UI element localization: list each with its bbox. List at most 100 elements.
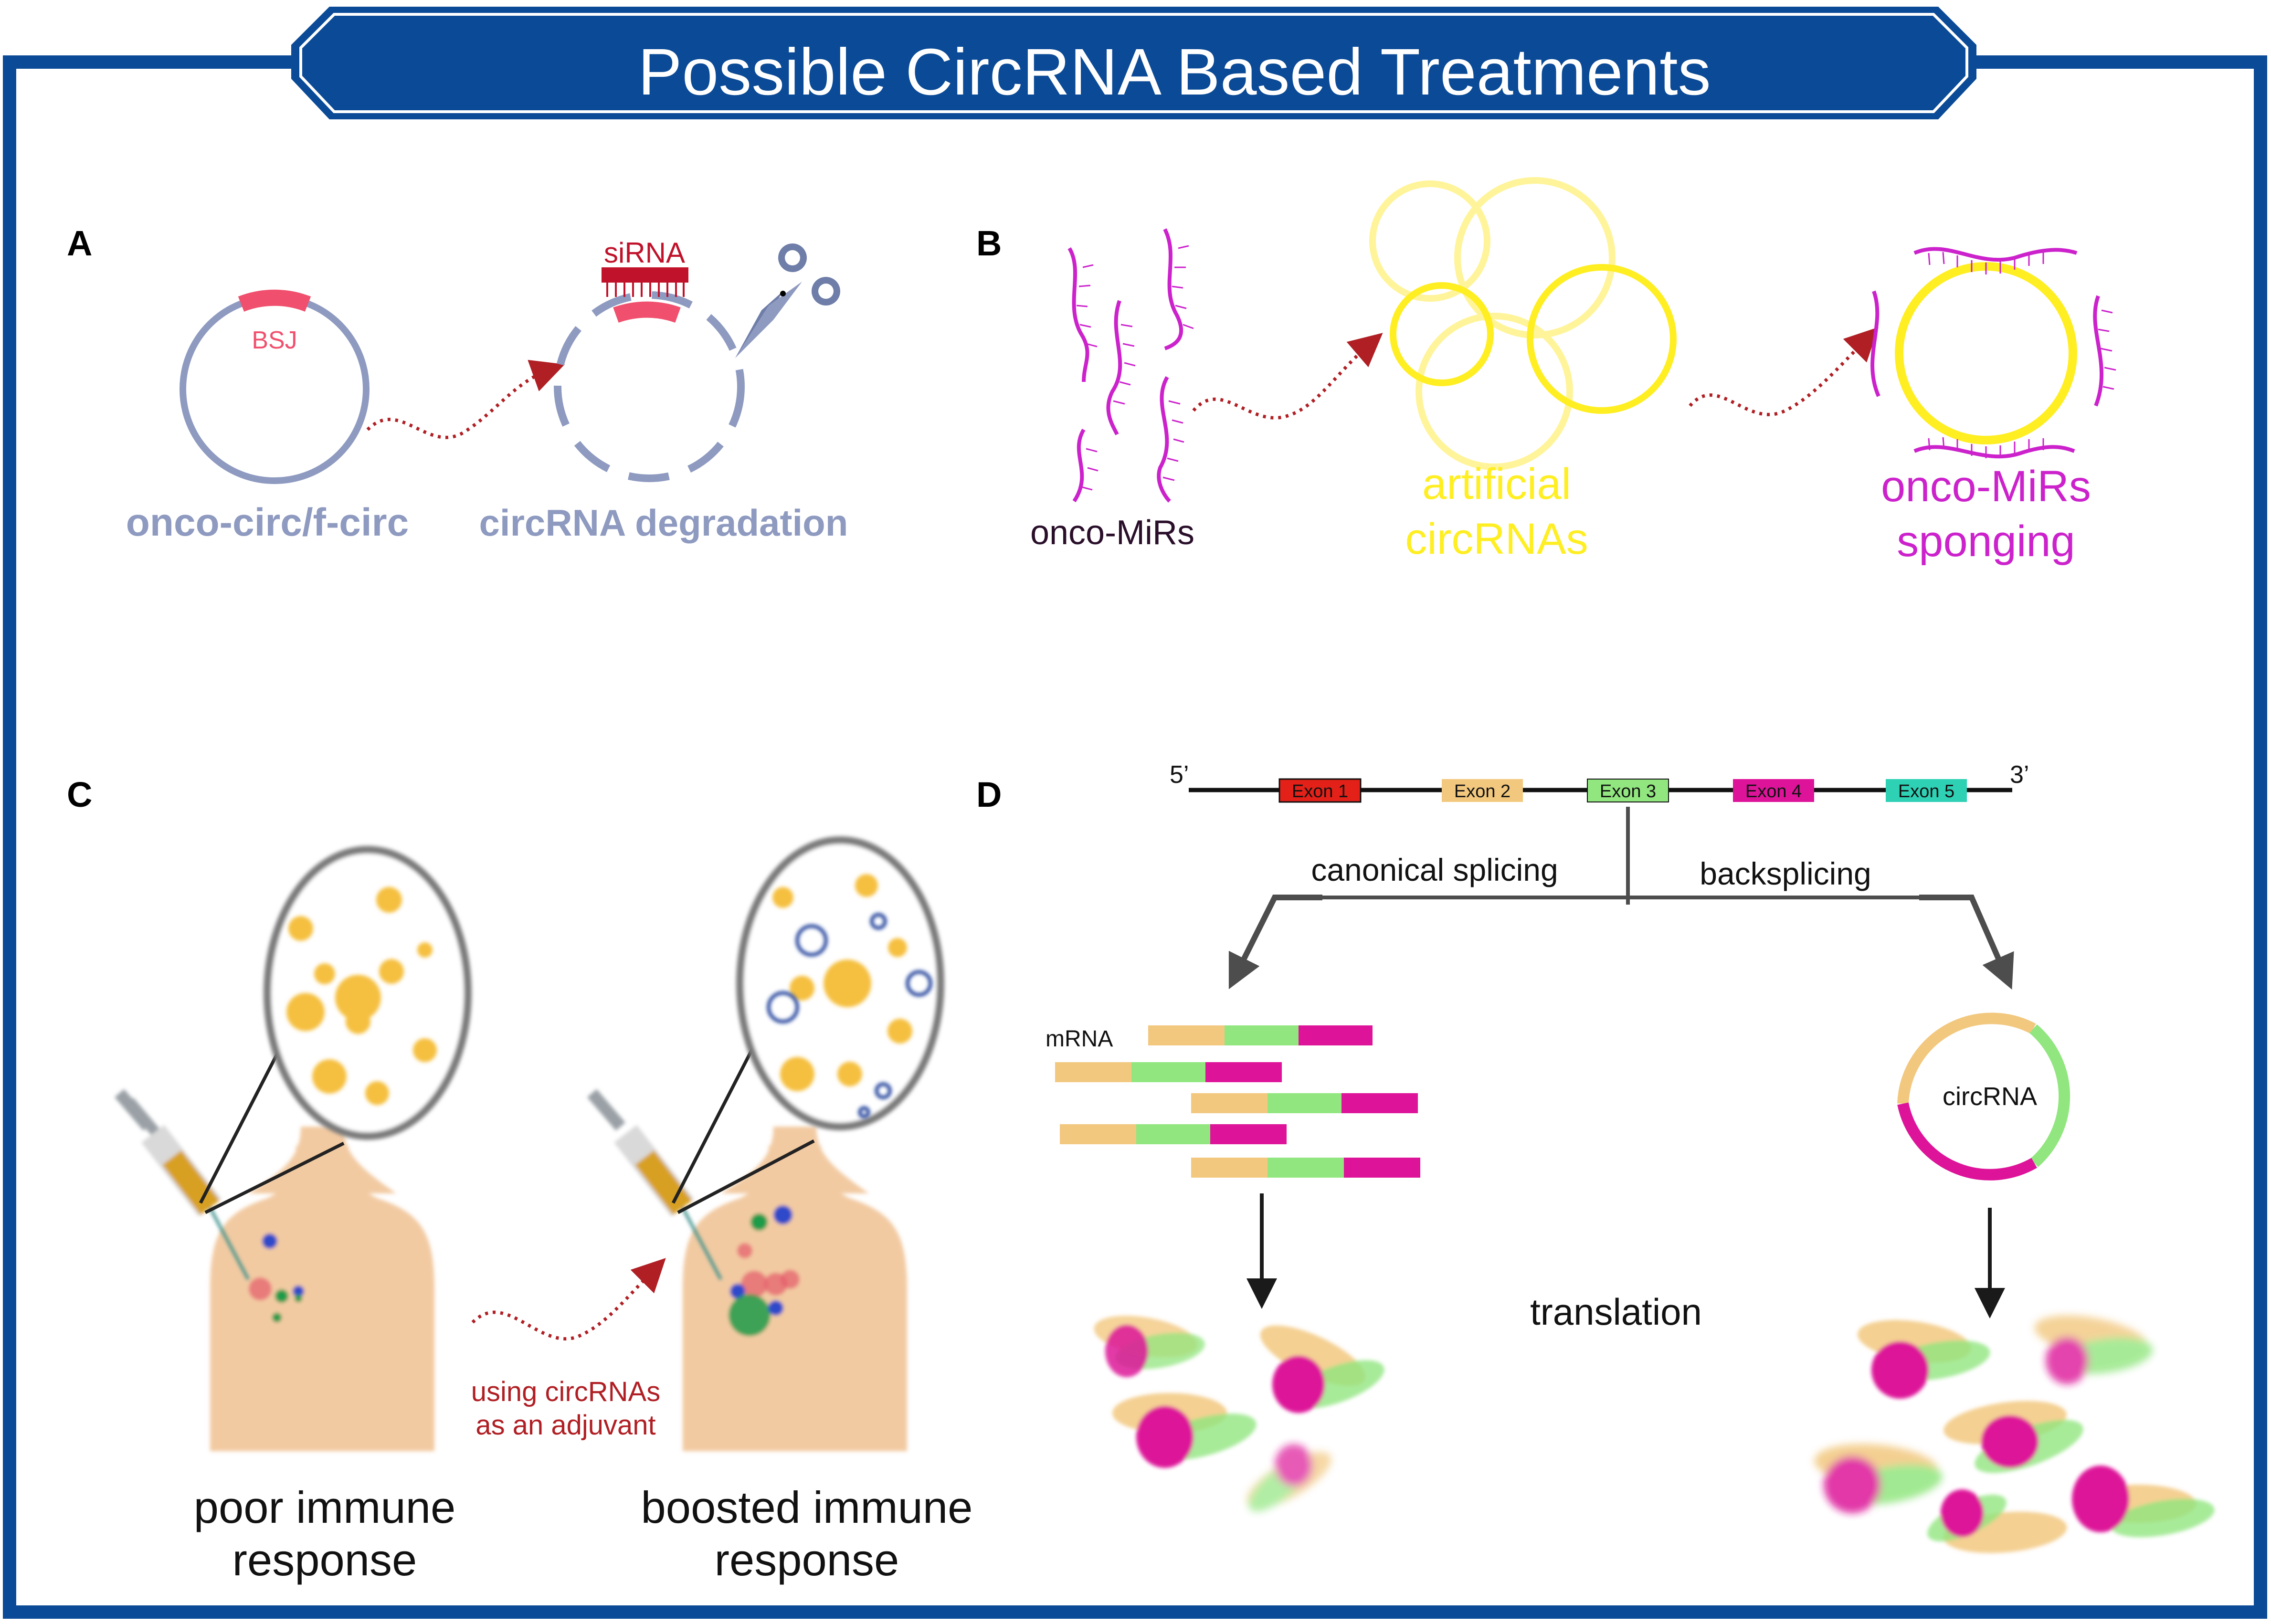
tumor-cells [772, 874, 912, 1091]
boosted-label-line2: response [715, 1535, 899, 1585]
circrna-ring [1390, 282, 1494, 386]
bound-mirs [1870, 247, 2103, 459]
onco-circ-label: onco-circ/f-circ [126, 501, 409, 544]
adjuvant-label-line2: as an adjuvant [475, 1410, 655, 1441]
mrna-strand [1060, 1124, 1287, 1144]
bsj-segment [238, 289, 311, 312]
protein-cluster [2034, 1315, 2153, 1384]
protein-cluster [1246, 1444, 1331, 1512]
artificial-label-line2: circRNAs [1405, 515, 1588, 563]
exon-4-label: Exon 4 [1745, 781, 1802, 801]
mrna-strand [1191, 1093, 1418, 1113]
mrna-label: mRNA [1046, 1026, 1113, 1052]
proteins-circrna [1814, 1315, 2215, 1553]
bound-mir-ticks [1928, 252, 2116, 458]
circrna-label: circRNA [1943, 1082, 2037, 1111]
sirna-bar [602, 267, 688, 283]
artificial-circrnas [1369, 177, 1677, 470]
bsj-segment-2 [613, 301, 681, 323]
onco-mirs-label: onco-MiRs [1030, 514, 1194, 552]
protein-cluster [1927, 1489, 2067, 1553]
onco-mirs-strands [1067, 228, 1183, 503]
circrna-ring [1527, 264, 1677, 414]
circrna-exon3-arc [2029, 1024, 2070, 1168]
degradation-label: circRNA degradation [479, 502, 848, 544]
translation-label: translation [1530, 1291, 1702, 1333]
sirna-ticks [606, 283, 685, 297]
sponging-label-line1: onco-MiRs [1881, 462, 2091, 511]
circrna-ghost [1369, 180, 1490, 302]
torso-icon [210, 1127, 434, 1451]
protein-cluster [1944, 1401, 2083, 1473]
arrow-a [366, 359, 565, 439]
panel-a: A BSJ onco-circ/f-circ siRNA circRNA deg… [67, 223, 848, 544]
sponging-label-line2: sponging [1897, 517, 2075, 566]
backsplicing-arrow [1919, 895, 2014, 990]
exon-2-label: Exon 2 [1454, 781, 1510, 801]
poor-response-scene [115, 846, 472, 1451]
sirna-label: siRNA [604, 237, 685, 269]
mir-strand [1157, 376, 1171, 503]
mrna-strand [1055, 1062, 1282, 1082]
tumor-cells [286, 887, 437, 1105]
exon-5: Exon 5 [1886, 779, 1967, 802]
boosted-response-scene [587, 836, 944, 1451]
protein-cluster [2072, 1466, 2215, 1538]
exon-5-label: Exon 5 [1898, 781, 1954, 801]
protein-cluster [1112, 1393, 1257, 1468]
figure-title: Possible CircRNA Based Treatments [638, 35, 1711, 109]
protein-cluster [1260, 1325, 1384, 1413]
mrna-strand [1148, 1025, 1373, 1045]
frame: Possible CircRNA Based Treatments [3, 7, 2267, 1619]
mir-strand [1072, 428, 1086, 503]
exon-1: Exon 1 [1278, 778, 1362, 803]
magnifier-icon [199, 846, 472, 1214]
three-prime-label: 3’ [2010, 761, 2029, 789]
mir-strand [1067, 247, 1089, 382]
poor-label-line1: poor immune [194, 1482, 456, 1532]
arrow-c [471, 1258, 666, 1341]
sponge-ring [1895, 262, 2077, 444]
panel-c: C [67, 775, 972, 1585]
exon-2: Exon 2 [1442, 779, 1523, 802]
canonical-arrow [1228, 895, 1322, 990]
artificial-label-line1: artificial [1422, 460, 1571, 508]
boosted-label-line1: boosted immune [641, 1482, 973, 1532]
mrna-stack [1055, 1025, 1420, 1178]
protein-cluster [1858, 1320, 1990, 1399]
circrna-ghost [1415, 313, 1573, 470]
adjuvant-label-line1: using circRNAs [471, 1376, 660, 1407]
canonical-label: canonical splicing [1311, 852, 1558, 887]
bsj-label: BSJ [252, 327, 297, 354]
title-banner-inner [299, 13, 1968, 113]
circrna-circle [1897, 1012, 2070, 1181]
exon-4: Exon 4 [1733, 779, 1814, 802]
circrna-exon2-arc [1897, 1012, 2036, 1104]
poor-label-line2: response [232, 1535, 417, 1585]
panel-d-letter: D [976, 775, 1002, 814]
degrading-circ-ring: siRNA [554, 237, 745, 482]
sponging-circrna [1870, 247, 2116, 459]
exon-3-label: Exon 3 [1600, 781, 1656, 801]
arrow-b2 [1689, 327, 1879, 416]
protein-cluster [1814, 1444, 1943, 1513]
panel-b-letter: B [976, 223, 1002, 263]
panel-c-letter: C [67, 775, 92, 814]
title-banner [291, 7, 1976, 119]
backsplicing-label: backsplicing [1700, 856, 1871, 891]
mrna-strand [1191, 1158, 1420, 1178]
circrna-adjuvant-rings [767, 913, 932, 1118]
exon-1-label: Exon 1 [1292, 781, 1348, 801]
onco-circ-ring: BSJ [180, 289, 370, 484]
magnifier-icon [671, 836, 944, 1214]
proteins-canonical [1094, 1316, 1384, 1512]
torso-icon [683, 1127, 907, 1451]
panel-a-letter: A [67, 223, 92, 263]
mir-strand [1163, 228, 1183, 350]
scissors-icon [735, 243, 840, 358]
mir-strand [1106, 300, 1122, 435]
circrna-exon4-arc [1897, 1102, 2037, 1181]
mir-ticks [1076, 245, 1194, 491]
